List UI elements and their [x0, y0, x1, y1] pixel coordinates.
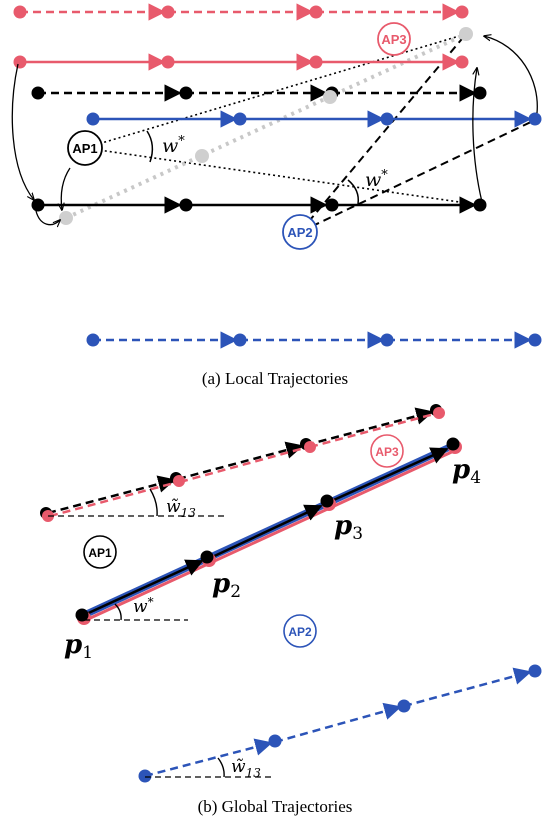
ap1-node: AP1 — [67, 130, 103, 166]
red-solid-node — [13, 55, 27, 69]
blue-dashed-node — [86, 333, 100, 347]
black-dashed-node — [473, 86, 487, 100]
black-solid-node — [31, 198, 45, 212]
red-dashed-node — [304, 441, 316, 453]
point-label-p1: p1 — [64, 630, 93, 663]
angle-arc-w-star-b — [114, 603, 122, 621]
ap1-to-ap3-dotted — [84, 33, 467, 149]
ap3-node: AP3 — [377, 22, 411, 56]
black-solid-node — [473, 198, 487, 212]
caption-global-trajectories: (b) Global Trajectories — [198, 797, 353, 816]
angle-label-w-star: w* — [365, 168, 388, 191]
curved-arrow-right-outer — [484, 36, 538, 114]
point-label-p2: p2 — [212, 569, 241, 602]
ap2-node-b: AP2 — [283, 614, 317, 648]
blue-solid-node — [380, 112, 394, 126]
ap2-node: AP2 — [282, 214, 318, 250]
red-black-dashed-trajectory-b — [40, 404, 445, 522]
ap3-node-b: AP3 — [370, 434, 404, 468]
black-solid-node — [320, 494, 334, 508]
angle-label-w-tilde-13: w̃13 — [231, 757, 261, 780]
black-dashed-node — [31, 86, 45, 100]
black-solid-node — [179, 198, 193, 212]
red-solid-trajectory-a — [13, 53, 469, 71]
blue-dashed-node — [138, 769, 152, 783]
blue-dashed-node — [528, 664, 542, 678]
black-dashed-node — [179, 86, 193, 100]
ap1-to-right-dotted — [84, 147, 481, 206]
gray-node — [459, 27, 473, 41]
curved-arrow-right-inner — [472, 68, 483, 203]
angle-arc-w-tilde-13-lower — [217, 757, 225, 778]
red-solid-node — [309, 55, 323, 69]
gray-dotted-trajectory — [65, 32, 467, 220]
black-dashed-trajectory-a — [31, 84, 487, 102]
caption-local-trajectories: (a) Local Trajectories — [202, 369, 348, 388]
red-dashed-node — [173, 475, 185, 487]
blue-solid-trajectory-a — [86, 110, 542, 128]
red-dashed-node — [13, 5, 27, 19]
ap2-label: AP2 — [287, 225, 312, 240]
red-dashed-node — [309, 5, 323, 19]
ap2-label: AP2 — [288, 625, 312, 639]
blue-dashed-trajectory-b — [138, 664, 542, 783]
angle-label-w-tilde-13: w̃13 — [166, 497, 196, 520]
gray-node — [59, 211, 73, 225]
ap3-label: AP3 — [381, 32, 406, 47]
blue-solid-node — [86, 112, 100, 126]
blue-dashed-trajectory-a — [86, 331, 542, 349]
red-dashed-trajectory-a — [13, 3, 469, 21]
red-dashed-node — [433, 407, 445, 419]
red-solid-node — [161, 55, 175, 69]
ap1-label: AP1 — [88, 546, 112, 560]
gray-node — [195, 149, 209, 163]
curved-arrow-left-outer — [11, 63, 34, 200]
red-dashed-node — [161, 5, 175, 19]
black-solid-node — [446, 437, 460, 451]
point-label-p4: p4 — [452, 455, 481, 488]
blue-dashed-node — [380, 333, 394, 347]
blue-solid-node — [233, 112, 247, 126]
ap3-label: AP3 — [375, 445, 399, 459]
angle-label-w-star: w* — [162, 134, 185, 157]
black-solid-node — [200, 550, 214, 564]
ap2-to-blue-end-dashed — [299, 119, 536, 233]
ap2-to-ap3-dashed — [299, 33, 467, 233]
blue-dashed-node — [268, 734, 282, 748]
blue-dashed-node — [233, 333, 247, 347]
red-dashed-node — [455, 5, 469, 19]
point-label-p3: p3 — [334, 511, 363, 544]
black-solid-node — [325, 198, 339, 212]
angle-label-w-star: w* — [133, 595, 154, 617]
main-solid-trajectory-b — [75, 437, 462, 625]
black-solid-trajectory-a — [31, 196, 487, 214]
blue-dashed-node — [528, 333, 542, 347]
ap1-label: AP1 — [72, 141, 97, 156]
ap1-node-b: AP1 — [83, 535, 117, 569]
curved-arrow-left-bottom — [35, 210, 60, 225]
angle-arc-w-tilde-13 — [149, 488, 158, 517]
red-solid-node — [455, 55, 469, 69]
blue-solid-node — [528, 112, 542, 126]
local-trajectories-panel: w* w* AP1 AP2 AP3 (a) Local Trajectories — [11, 3, 542, 388]
black-solid-node — [75, 608, 89, 622]
curved-arrow-left-inner — [61, 167, 71, 210]
angle-arc-w-star-left — [146, 130, 154, 163]
global-trajectories-panel: w̃13 w* p1 p2 p3 p4 AP1 — [40, 404, 542, 816]
blue-dashed-node — [397, 699, 411, 713]
gray-node — [323, 90, 337, 104]
angle-arc-w-star-right — [347, 179, 360, 205]
